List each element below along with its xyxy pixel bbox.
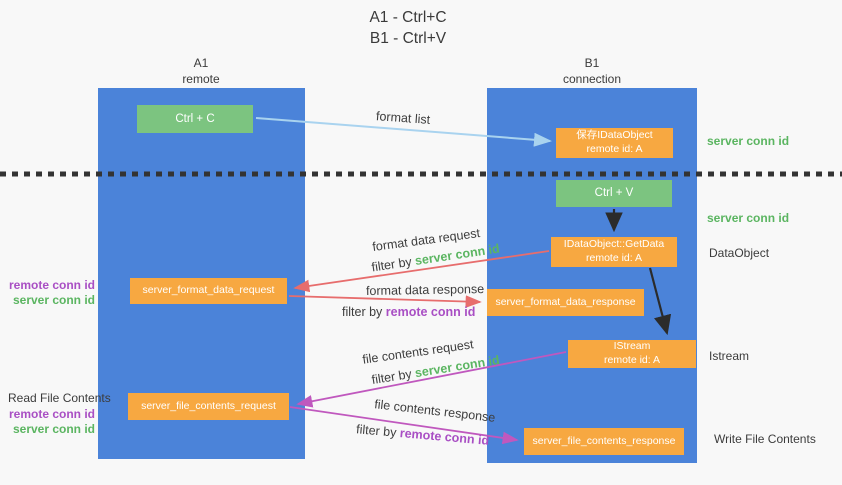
ctrl-c-label: Ctrl + C (175, 112, 215, 125)
diagram-title: A1 - Ctrl+C B1 - Ctrl+V (318, 8, 498, 50)
save-idataobject-box: 保存IDataObject remote id: A (556, 128, 673, 158)
format-data-response-label: format data response (365, 281, 485, 299)
filter-by-text: filter by (370, 366, 417, 388)
server-format-data-response-box: server_format_data_response (487, 289, 644, 316)
format-response-filter-label: filter by remote conn id (342, 305, 475, 319)
left-conn-id-labels: remote conn id server conn id (0, 278, 95, 308)
title-line-1: A1 - Ctrl+C (369, 9, 447, 26)
lifeline-header-a1: A1 remote (151, 56, 251, 87)
server-file-contents-request-label: server_file_contents_request (141, 399, 276, 412)
server-conn-id-label: server conn id (12, 293, 95, 307)
server-conn-id-label-top: server conn id (707, 134, 790, 148)
istream-box: IStream remote id: A (568, 340, 696, 368)
getdata-line1: IDataObject::GetData (563, 238, 665, 251)
filter-by-text: filter by (355, 422, 401, 440)
lifeline-a1-subtitle: remote (182, 71, 220, 86)
format-list-label: format list (375, 109, 431, 127)
server-file-contents-request-box: server_file_contents_request (128, 393, 289, 420)
remote-conn-id-label: remote conn id (8, 407, 95, 421)
server-conn-id-label: server conn id (12, 422, 95, 436)
save-idataobject-line1: 保存IDataObject (576, 129, 653, 142)
dataobject-label: DataObject (709, 246, 770, 260)
getdata-line2: remote id: A (585, 252, 643, 264)
server-format-data-request-label: server_format_data_request (142, 284, 275, 297)
remote-conn-id-label: remote conn id (8, 278, 95, 292)
read-file-contents-label: Read File Contents (8, 391, 111, 405)
file-contents-response-label: file contents response (373, 397, 497, 425)
idataobject-getdata-box: IDataObject::GetData remote id: A (551, 237, 677, 267)
istream-line1: IStream (613, 340, 651, 353)
lifeline-b1-subtitle: connection (562, 71, 622, 86)
server-format-data-response-label: server_format_data_response (495, 295, 636, 308)
server-format-data-request-box: server_format_data_request (130, 278, 287, 304)
remote-conn-id-text: remote conn id (385, 305, 476, 319)
file-response-filter-label: filter by remote conn id (356, 422, 490, 448)
remote-conn-id-text: remote conn id (399, 426, 490, 448)
istream-label: Istream (709, 349, 750, 363)
server-conn-id-label-mid: server conn id (707, 211, 790, 225)
server-file-contents-response-label: server_file_contents_response (532, 434, 676, 447)
save-idataobject-line2: remote id: A (586, 143, 643, 155)
lifeline-header-b1: B1 connection (542, 56, 642, 87)
filter-by-text: filter by (370, 254, 417, 275)
write-file-contents-label: Write File Contents (714, 432, 816, 446)
title-line-2: B1 - Ctrl+V (369, 29, 447, 47)
lifeline-a1-name: A1 (193, 56, 209, 70)
server-file-contents-response-box: server_file_contents_response (524, 428, 684, 455)
left-bottom-conn-id-labels: remote conn id server conn id (0, 407, 95, 437)
istream-line2: remote id: A (603, 354, 661, 366)
ctrl-c-box: Ctrl + C (137, 105, 253, 133)
filter-by-text: filter by (342, 305, 386, 319)
lifeline-b1-name: B1 (584, 56, 600, 70)
ctrl-v-label: Ctrl + V (594, 187, 634, 200)
ctrl-v-box: Ctrl + V (556, 180, 672, 207)
